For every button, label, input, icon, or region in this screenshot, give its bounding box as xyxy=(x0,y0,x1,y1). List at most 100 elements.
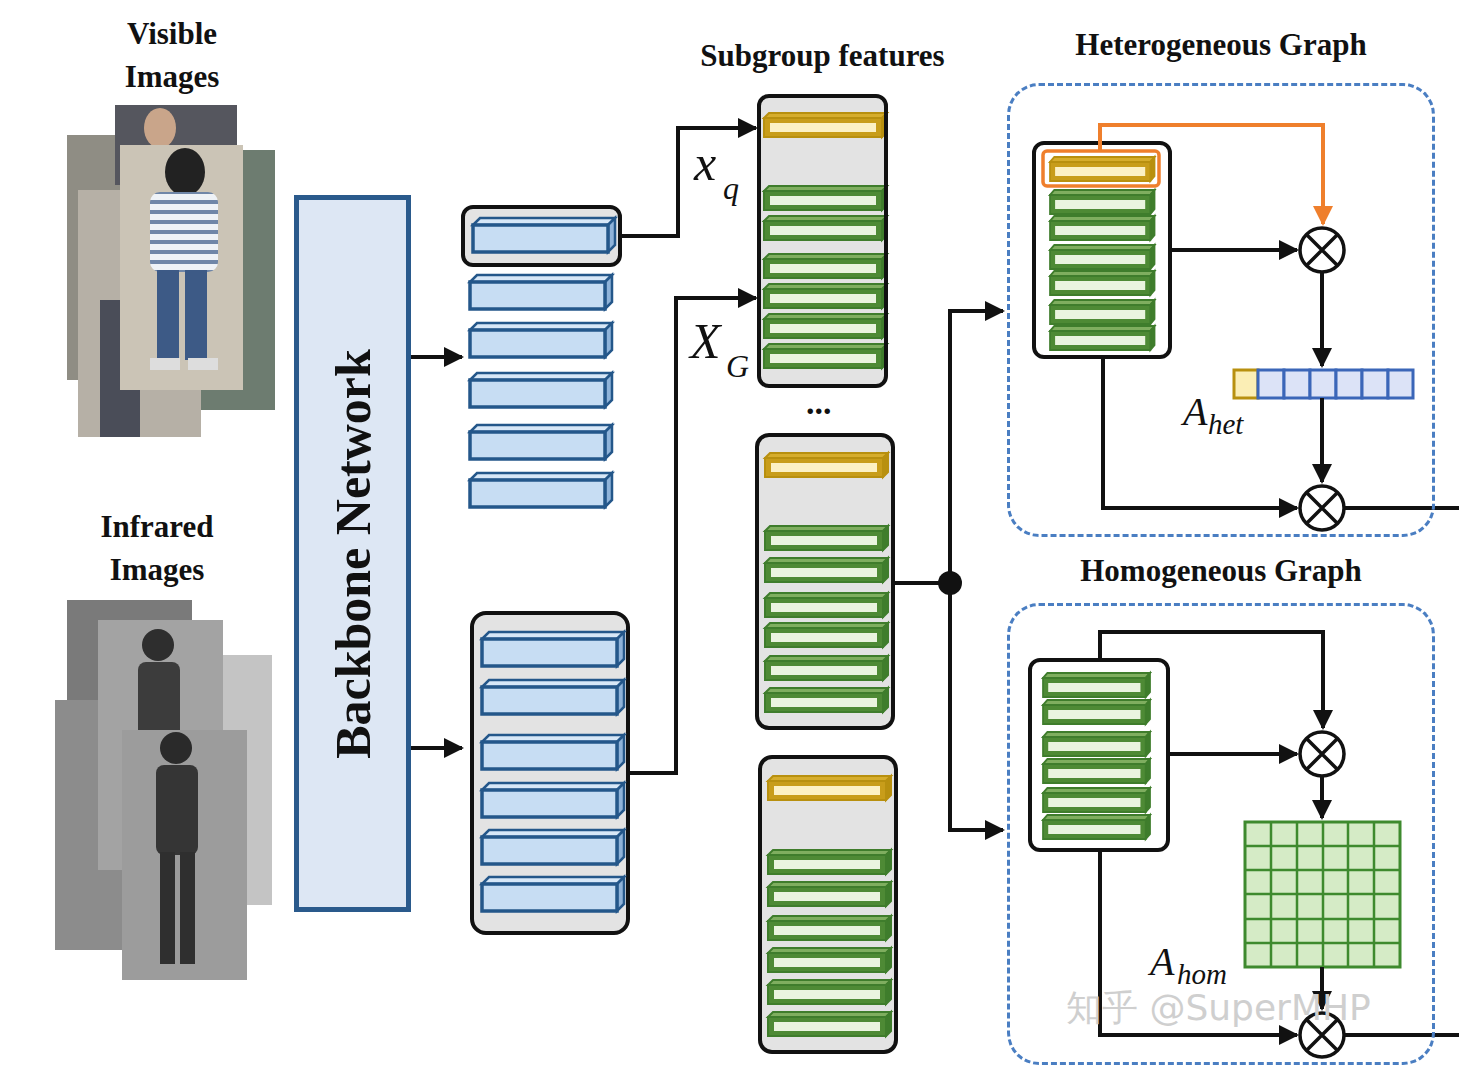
heading-label: Visible Images xyxy=(97,12,247,98)
arrow-wire xyxy=(1100,125,1323,224)
math-symbol: X xyxy=(690,316,721,366)
feature-bar xyxy=(473,218,615,252)
feature-bar xyxy=(1050,157,1155,181)
backbone-box: Backbone Network xyxy=(294,195,411,912)
photo-person xyxy=(165,148,205,196)
feature-bar xyxy=(768,948,891,972)
feature-bar xyxy=(764,216,887,240)
feature-bar xyxy=(768,980,891,1004)
feature-bar xyxy=(1050,271,1155,295)
subgroup-box: Subgroup features xyxy=(757,94,888,388)
feature-bar xyxy=(768,882,891,906)
arrow-wire xyxy=(620,128,756,236)
vector-cell xyxy=(1258,370,1284,398)
query-feature-box xyxy=(463,207,620,265)
multiply-symbol xyxy=(1307,739,1338,770)
math-symbol: A xyxy=(1183,392,1207,432)
feature-bar xyxy=(1043,732,1150,756)
multiply-symbol xyxy=(1307,493,1338,524)
multiply-symbol xyxy=(1300,228,1344,272)
feature-bar xyxy=(470,425,612,459)
feature-bar xyxy=(482,783,624,817)
junction-dot xyxy=(938,571,962,595)
arrow-wire xyxy=(411,746,462,750)
photo-person xyxy=(160,732,192,764)
multiply-symbol xyxy=(1300,732,1344,776)
graph-module-box: Heterogeneous Graph xyxy=(1007,83,1435,537)
subgroup-fill xyxy=(757,94,888,388)
feature-bar xyxy=(765,688,888,712)
feature-set-box xyxy=(1030,660,1168,850)
arrow-wire xyxy=(1320,272,1324,366)
math-symbol: A xyxy=(1150,942,1174,982)
adjacency-matrix xyxy=(1245,822,1400,967)
feature-set-box xyxy=(1034,143,1170,357)
watermark: 知乎 @SuperMHP xyxy=(1066,990,1371,1026)
feature-bar xyxy=(768,916,891,940)
feature-bar xyxy=(1043,673,1150,697)
photo-person xyxy=(180,852,195,964)
arrow-wire xyxy=(1170,248,1297,252)
feature-bar xyxy=(482,680,624,714)
arrow-wire xyxy=(1168,752,1297,756)
math-symbol: x xyxy=(694,138,716,188)
multiply-symbol xyxy=(1307,235,1338,266)
feature-bar xyxy=(470,323,612,357)
feature-bar xyxy=(1050,300,1155,324)
feature-bar xyxy=(764,314,887,338)
box-label: Backbone Network xyxy=(328,349,378,759)
feature-bar xyxy=(765,558,888,582)
vector-cell xyxy=(1388,370,1413,398)
heading-label: Infrared Images xyxy=(77,505,237,591)
feature-bar xyxy=(765,656,888,680)
photo-person xyxy=(144,108,176,148)
vector-cell xyxy=(1310,370,1336,398)
photo xyxy=(120,145,243,390)
photo-person xyxy=(185,270,207,360)
feature-bar xyxy=(482,632,624,666)
heading-label: Heterogeneous Graph xyxy=(1075,23,1366,66)
arrow-wire xyxy=(1320,398,1324,482)
photo-person xyxy=(157,270,179,360)
feature-bar xyxy=(1050,326,1155,350)
feature-bar xyxy=(765,453,888,477)
feature-bar xyxy=(482,735,624,769)
photo xyxy=(122,730,247,980)
feature-bar xyxy=(1043,815,1150,839)
arrow-wire xyxy=(1100,632,1323,728)
math-symbol: G xyxy=(726,350,749,382)
arrow-wire xyxy=(1320,776,1324,818)
feature-bar xyxy=(1043,788,1150,812)
math-symbol: ... xyxy=(806,386,832,420)
subgroup-box xyxy=(757,435,893,728)
arrow-wire xyxy=(950,311,1003,583)
infrared-photo-stack xyxy=(55,600,272,980)
vector-cell xyxy=(1362,370,1388,398)
math-symbol: hom xyxy=(1177,960,1227,989)
feature-bar xyxy=(470,373,612,407)
heading-label: Homogeneous Graph xyxy=(1080,549,1362,592)
feature-bar xyxy=(768,776,891,800)
image-stack: Infrared Images xyxy=(55,600,272,980)
multiply-symbol xyxy=(1300,486,1344,530)
gallery-feature-box xyxy=(472,613,628,933)
feature-bar xyxy=(470,275,612,309)
photo-person xyxy=(150,192,218,272)
feature-bar xyxy=(1043,759,1150,783)
feature-bar xyxy=(1050,245,1155,269)
feature-bar xyxy=(764,113,887,137)
feature-bar xyxy=(1050,190,1155,214)
arrow-wire xyxy=(628,298,756,773)
feature-bar xyxy=(768,850,891,874)
photo-person xyxy=(160,852,175,964)
vector-cell xyxy=(1336,370,1362,398)
highlight-box xyxy=(1043,151,1159,186)
feature-bar xyxy=(765,526,888,550)
math-symbol: het xyxy=(1208,410,1243,439)
feature-bar xyxy=(765,623,888,647)
image-stack: Visible Images xyxy=(67,105,275,437)
visible-photo-stack xyxy=(67,105,275,437)
math-symbol: q xyxy=(723,172,739,204)
feature-bar xyxy=(764,284,887,308)
